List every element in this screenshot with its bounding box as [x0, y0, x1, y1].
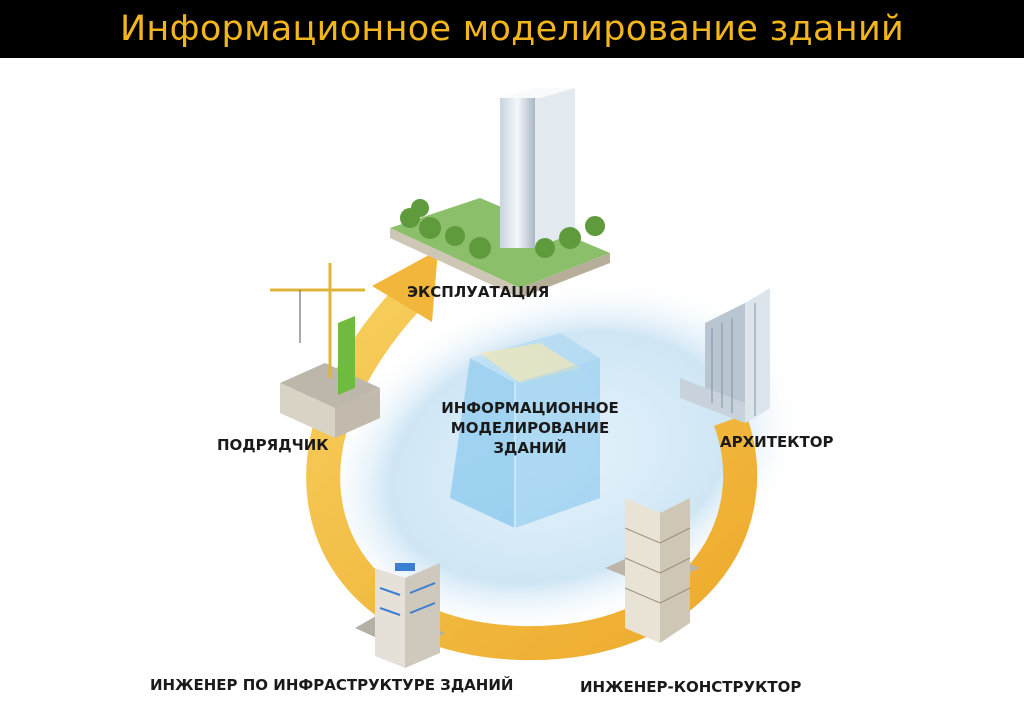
- contractor-label: ПОДРЯДЧИК: [217, 436, 329, 454]
- bim-cycle-diagram: [270, 88, 804, 668]
- mep-engineer-label: ИНЖЕНЕР ПО ИНФРАСТРУКТУРЕ ЗДАНИЙ: [150, 676, 514, 694]
- center-label-line-1: ИНФОРМАЦИОННОЕ: [441, 399, 619, 417]
- structural-engineer-label: ИНЖЕНЕР-КОНСТРУКТОР: [580, 678, 802, 696]
- operation-label: ЭКСПЛУАТАЦИЯ: [407, 283, 550, 301]
- title-bar: Информационное моделирование зданий: [0, 0, 1024, 58]
- bim-model-cube-icon: [450, 333, 600, 528]
- structural-building-icon: [605, 498, 700, 643]
- center-label-line-3: ЗДАНИЙ: [493, 439, 567, 457]
- architect-building-icon: [680, 288, 770, 423]
- center-label: ИНФОРМАЦИОННОЕ МОДЕЛИРОВАНИЕ ЗДАНИЙ: [420, 398, 640, 458]
- page-title: Информационное моделирование зданий: [119, 9, 905, 49]
- architect-label: АРХИТЕКТОР: [720, 433, 834, 451]
- operation-building-icon: [390, 88, 610, 298]
- mep-building-icon: [355, 563, 445, 668]
- cycle-arrow-head: [372, 250, 438, 322]
- contractor-building-icon: [270, 263, 380, 438]
- center-label-line-2: МОДЕЛИРОВАНИЕ: [450, 419, 610, 437]
